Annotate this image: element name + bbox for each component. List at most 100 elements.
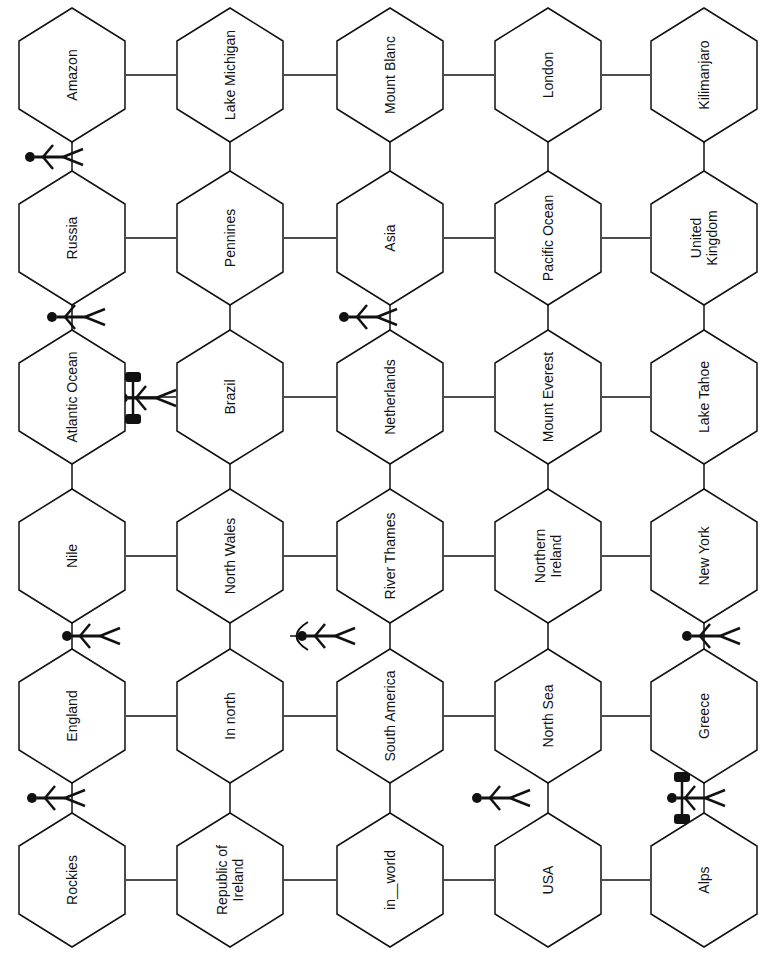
board-link [444, 396, 494, 398]
stick-figure [27, 786, 85, 810]
place-name: Amazon [64, 27, 80, 123]
board-link [547, 142, 549, 171]
board-hexagon: Greece [650, 648, 758, 784]
place-name: Alps [696, 832, 712, 928]
board-link [284, 715, 336, 717]
place-name: Russia [64, 190, 80, 286]
place-name: Pennines [222, 190, 238, 286]
place-name: Asia [382, 190, 398, 286]
board-link [444, 74, 494, 76]
place-name: United Kingdom [688, 190, 720, 286]
board-hexagon: River Thames [336, 488, 444, 624]
board-hexagon: Lake Tahoe [650, 329, 758, 465]
stick-figure [25, 145, 83, 169]
board-link [703, 305, 705, 330]
board-hexagon: New York [650, 488, 758, 624]
board-link [126, 74, 176, 76]
board-link [602, 74, 650, 76]
place-name: Mount Blanc [382, 27, 398, 123]
stick-figure [47, 305, 105, 329]
place-name: USA [540, 832, 556, 928]
board-link [547, 305, 549, 330]
board-link [602, 396, 650, 398]
board-link [126, 555, 176, 557]
board-hexagon: Pennines [176, 170, 284, 306]
place-name: Nile [64, 508, 80, 604]
board-hexagon: Kilimanjaro [650, 7, 758, 143]
place-name: Netherlands [382, 349, 398, 445]
board-link [71, 142, 73, 171]
board-hexagon: Asia [336, 170, 444, 306]
place-name: Lake Tahoe [696, 349, 712, 445]
place-name: Lake Michigan [222, 27, 238, 123]
board-link [389, 305, 391, 330]
board-hexagon: In north [176, 648, 284, 784]
weightlifter-figure [667, 772, 725, 824]
board-hexagon: England [18, 648, 126, 784]
board-hexagon: North Wales [176, 488, 284, 624]
board-link [126, 715, 176, 717]
board-link [389, 142, 391, 171]
board-link [71, 464, 73, 489]
board-hexagon: Rockies [18, 812, 126, 948]
board-link [126, 879, 176, 881]
board-link [229, 783, 231, 813]
place-name: Kilimanjaro [696, 27, 712, 123]
board-hexagon: Russia [18, 170, 126, 306]
stick-figure [472, 786, 530, 810]
board-link [444, 237, 494, 239]
stick-figure [682, 624, 740, 648]
stick-figure [62, 624, 120, 648]
board-hexagon: Republic of Ireland [176, 812, 284, 948]
place-name: Brazil [222, 349, 238, 445]
board-link [602, 237, 650, 239]
place-name: in__world [382, 832, 398, 928]
board-hexagon: South America [336, 648, 444, 784]
place-name: In north [222, 668, 238, 764]
place-name: Pacific Ocean [540, 190, 556, 286]
board-hexagon: North Sea [494, 648, 602, 784]
board-hexagon: Mount Blanc [336, 7, 444, 143]
board-link [389, 464, 391, 489]
place-name: Rockies [64, 832, 80, 928]
place-name: River Thames [382, 508, 398, 604]
place-name: England [64, 668, 80, 764]
board-hexagon: Atlantic Ocean [18, 329, 126, 465]
board-link [444, 879, 494, 881]
place-name: Mount Everest [540, 349, 556, 445]
board-hexagon: Northern Ireland [494, 488, 602, 624]
place-name: Republic of Ireland [214, 832, 246, 928]
place-name: London [540, 27, 556, 123]
place-name: North Sea [540, 668, 556, 764]
board-link [229, 305, 231, 330]
board-hexagon: Lake Michigan [176, 7, 284, 143]
board-link [284, 879, 336, 881]
board-hexagon: Mount Everest [494, 329, 602, 465]
board-hexagon: Alps [650, 812, 758, 948]
board-link [547, 464, 549, 489]
board-hexagon: United Kingdom [650, 170, 758, 306]
board-hexagon: Nile [18, 488, 126, 624]
weightlifter-figure [118, 372, 176, 424]
board-link [703, 142, 705, 171]
board-link [284, 396, 336, 398]
board-hexagon: Netherlands [336, 329, 444, 465]
board-hexagon: USA [494, 812, 602, 948]
board-hexagon: Pacific Ocean [494, 170, 602, 306]
place-name: Northern Ireland [532, 508, 564, 604]
board-link [284, 237, 336, 239]
board-hexagon: London [494, 7, 602, 143]
board-hexagon: Brazil [176, 329, 284, 465]
board-link [126, 237, 176, 239]
board-link [71, 783, 73, 813]
board-link [444, 715, 494, 717]
board-link [284, 74, 336, 76]
board-link [229, 142, 231, 171]
board-link [547, 783, 549, 813]
board-link [602, 555, 650, 557]
board-link [389, 783, 391, 813]
stick-figure [339, 305, 397, 329]
place-name: South America [382, 668, 398, 764]
board-link [602, 879, 650, 881]
